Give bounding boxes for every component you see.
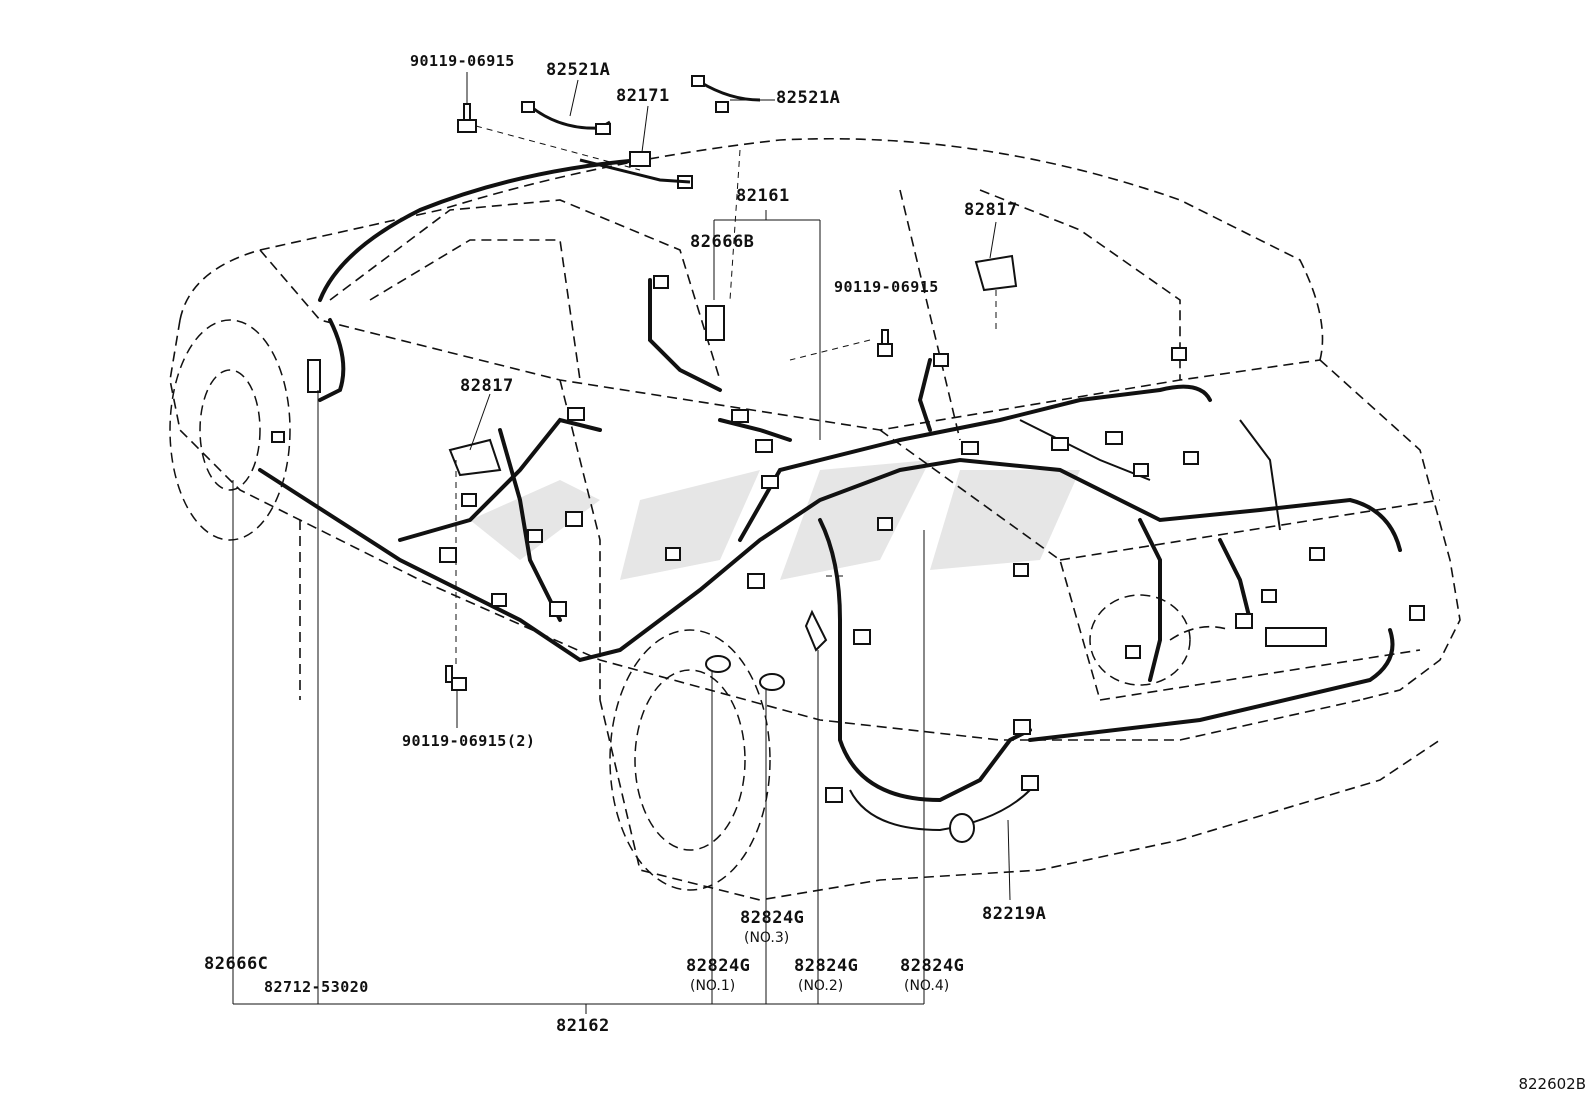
label-no4: (NO.4) [904,978,950,994]
label-82824g-no3: 82824G [740,908,805,928]
wheels [169,319,1191,891]
label-bolt-90119-06915-mid: 90119-06915 [834,278,939,296]
label-82824g-no1: 82824G [686,956,751,976]
label-82161: 82161 [736,186,790,206]
label-no2: (NO.2) [798,978,844,994]
label-82817-left: 82817 [460,376,514,396]
label-82171: 82171 [616,86,670,106]
label-82666b: 82666B [690,232,755,252]
label-82824g-no2: 82824G [794,956,859,976]
diagram-code: 822602B [1518,1075,1586,1093]
label-82824g-no4: 82824G [900,956,965,976]
label-82666c: 82666C [204,954,269,974]
grommets [705,609,975,843]
label-bolt-90119-06915-top: 90119-06915 [410,52,515,70]
label-no1: (NO.1) [690,978,736,994]
dashed-leaders [455,125,997,666]
watermark [470,460,1080,580]
label-82817-right: 82817 [964,200,1018,220]
label-bolt-90119-06915-2: 90119-06915(2) [402,732,536,750]
car-body-outline [169,137,1461,901]
detached-connectors [521,75,729,135]
brackets [448,254,1018,477]
leader-lines [232,72,1011,1014]
connectors [271,151,1425,803]
label-82712-53020: 82712-53020 [264,978,369,996]
label-82521a-left: 82521A [546,60,611,80]
label-82219a: 82219A [982,904,1047,924]
label-no3: (NO.3) [744,930,790,946]
label-82162: 82162 [556,1016,610,1036]
wire-harness [258,158,1402,803]
label-82521a-right: 82521A [776,88,841,108]
